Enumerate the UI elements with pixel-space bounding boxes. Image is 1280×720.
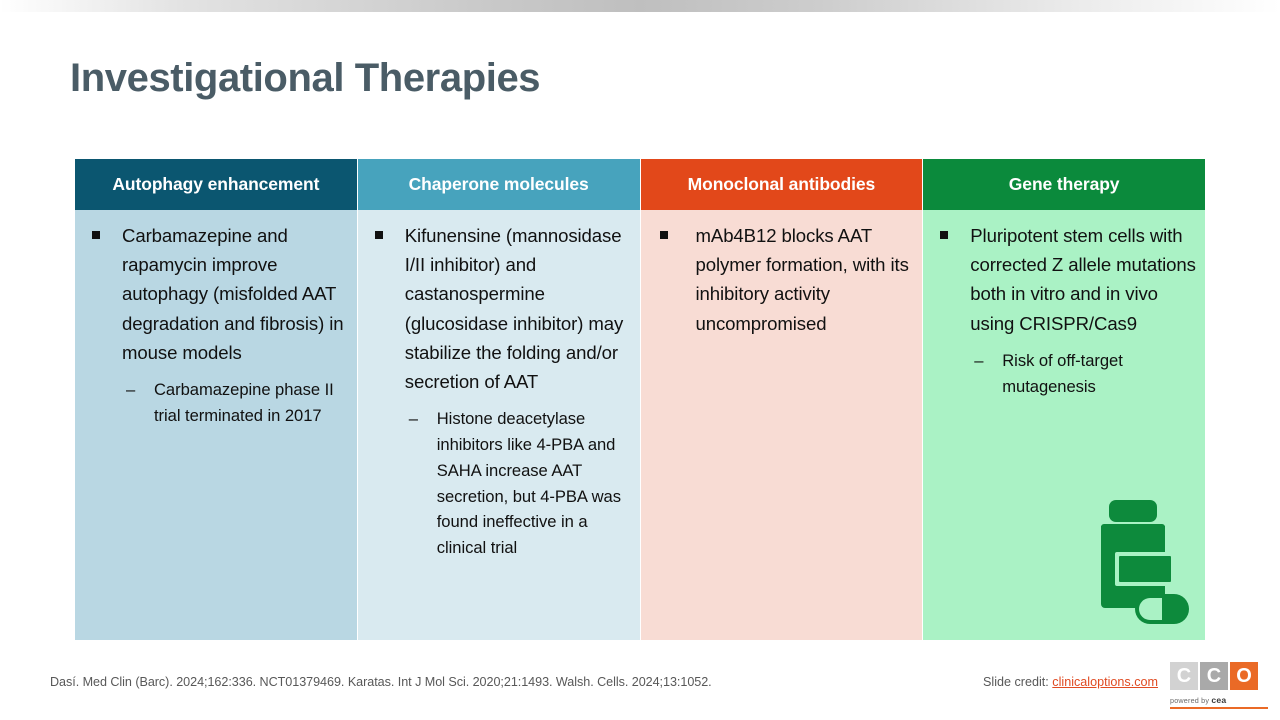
column-body-gene-therapy: Pluripotent stem cells with corrected Z … [923, 210, 1205, 640]
square-bullet-icon [374, 231, 383, 239]
cco-letter-o: O [1230, 662, 1258, 690]
cco-tagline: powered by cea [1170, 695, 1268, 705]
therapies-table: Autophagy enhancement Carbamazepine and … [75, 159, 1205, 640]
cco-logo-letters: C C O [1170, 662, 1268, 690]
column-body-autophagy-enhancement: Carbamazepine and rapamycin improve auto… [75, 210, 357, 640]
list-item-text: Risk of off-target mutagenesis [1002, 350, 1123, 396]
square-bullet-icon [940, 231, 949, 239]
list-item-text: mAb4B12 blocks AAT polymer formation, wi… [695, 225, 909, 334]
list-item-text: Carbamazepine and rapamycin improve auto… [122, 225, 344, 363]
list-item: Pluripotent stem cells with corrected Z … [932, 221, 1196, 338]
column-header-monoclonal-antibodies: Monoclonal antibodies [640, 159, 923, 210]
list-item-text: Histone deacetylase inhibitors like 4-PB… [436, 409, 621, 558]
bullet-list: Kifunensine (mannosidase I/II inhibitor)… [367, 221, 631, 561]
table-column-gene-therapy: Gene therapy Pluripotent stem cells with… [923, 159, 1205, 640]
cco-logo-underline [1170, 707, 1268, 709]
cco-tagline-prefix: powered by [1170, 696, 1212, 705]
top-accent-bar [0, 0, 1280, 12]
list-item: mAb4B12 blocks AAT polymer formation, wi… [650, 221, 914, 338]
bullet-list: Pluripotent stem cells with corrected Z … [932, 221, 1196, 399]
column-header-gene-therapy: Gene therapy [923, 159, 1205, 210]
dash-bullet-icon: – [126, 380, 136, 400]
bullet-list: mAb4B12 blocks AAT polymer formation, wi… [650, 221, 914, 338]
slide-credit-label: Slide credit: [983, 675, 1053, 689]
table-column-chaperone-molecules: Chaperone molecules Kifunensine (mannosi… [357, 159, 640, 640]
clinicaloptions-link[interactable]: clinicaloptions.com [1052, 675, 1158, 689]
square-bullet-icon [659, 231, 668, 239]
cco-tagline-brand: cea [1211, 695, 1227, 705]
dash-bullet-icon: – [408, 409, 418, 429]
column-header-autophagy-enhancement: Autophagy enhancement [75, 159, 357, 210]
list-item: – Risk of off-target mutagenesis [932, 348, 1196, 400]
list-item: – Carbamazepine phase II trial terminate… [84, 377, 348, 429]
table-column-autophagy-enhancement: Autophagy enhancement Carbamazepine and … [75, 159, 357, 640]
list-item-text: Kifunensine (mannosidase I/II inhibitor)… [404, 225, 624, 393]
square-bullet-icon [92, 231, 100, 239]
pill-bottle-icon [1101, 500, 1189, 624]
list-item: Carbamazepine and rapamycin improve auto… [84, 221, 348, 367]
cco-letter-c1: C [1170, 662, 1198, 690]
bullet-list: Carbamazepine and rapamycin improve auto… [84, 221, 348, 429]
column-header-chaperone-molecules: Chaperone molecules [357, 159, 640, 210]
dash-bullet-icon: – [974, 350, 984, 370]
column-body-monoclonal-antibodies: mAb4B12 blocks AAT polymer formation, wi… [640, 210, 923, 640]
list-item-text: Carbamazepine phase II trial terminated … [154, 380, 334, 425]
citation-text: Dasí. Med Clin (Barc). 2024;162:336. NCT… [50, 675, 712, 689]
cco-logo: C C O powered by cea [1170, 662, 1268, 709]
page-title: Investigational Therapies [70, 56, 541, 100]
list-item: – Histone deacetylase inhibitors like 4-… [367, 406, 631, 561]
column-body-chaperone-molecules: Kifunensine (mannosidase I/II inhibitor)… [357, 210, 640, 640]
table-column-monoclonal-antibodies: Monoclonal antibodies mAb4B12 blocks AAT… [640, 159, 923, 640]
slide-credit: Slide credit: clinicaloptions.com [983, 675, 1158, 689]
list-item: Kifunensine (mannosidase I/II inhibitor)… [367, 221, 631, 396]
cco-letter-c2: C [1200, 662, 1228, 690]
list-item-text: Pluripotent stem cells with corrected Z … [970, 225, 1196, 334]
